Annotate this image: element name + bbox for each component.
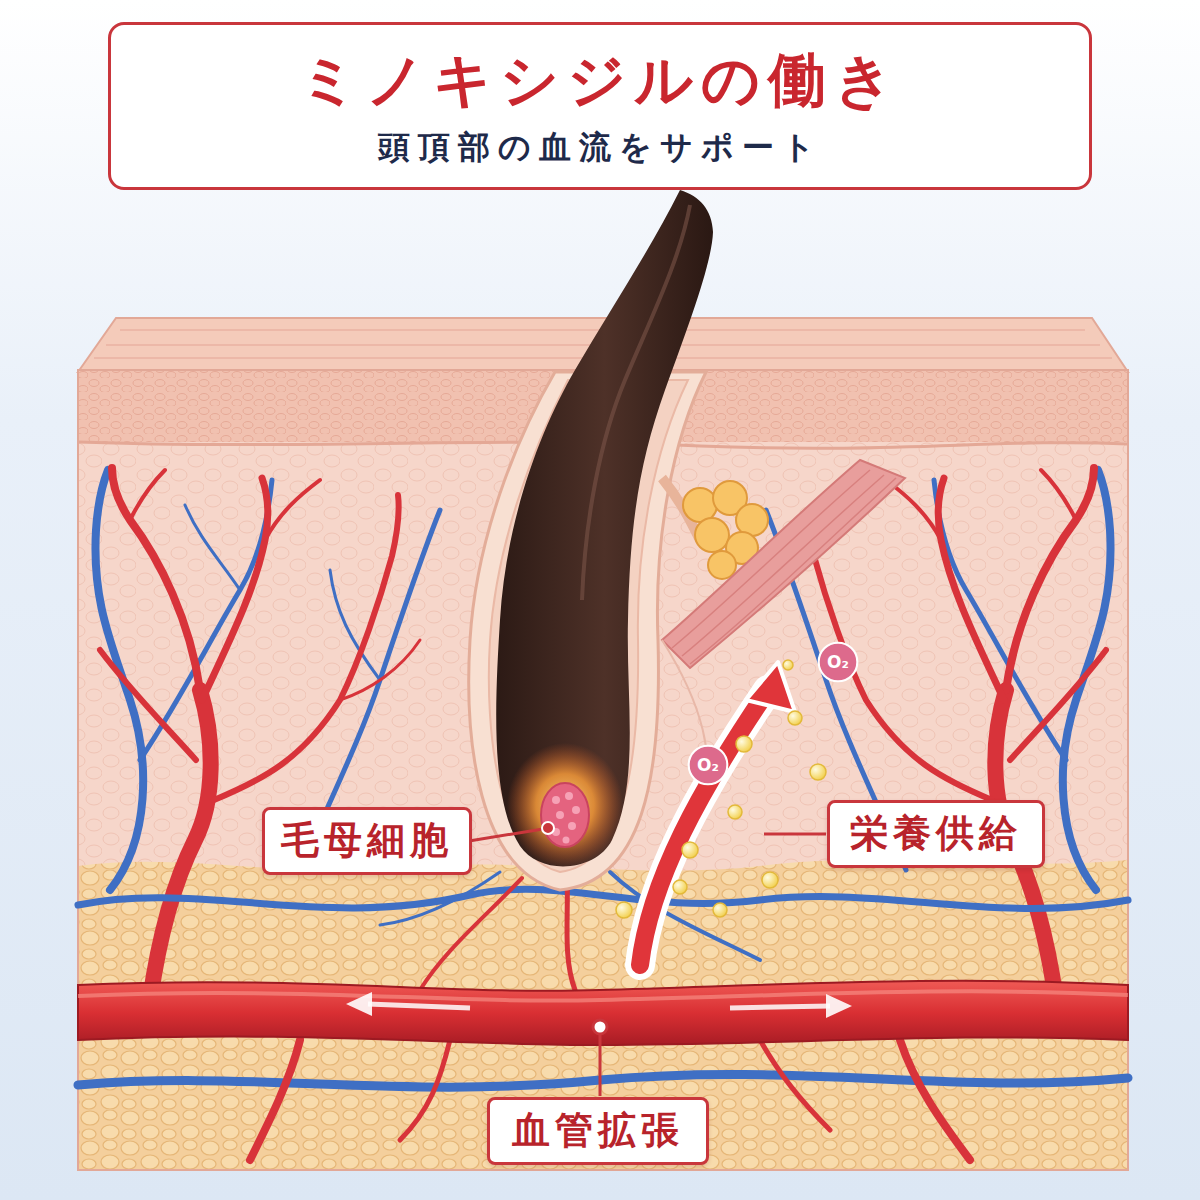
node-text: O₂ <box>697 755 719 775</box>
node-text: 毛母細胞 <box>281 818 453 864</box>
blood-vessels-left-part <box>112 468 200 690</box>
blood-vessels-left-part <box>185 505 240 590</box>
nutrient-dots-part <box>783 660 793 670</box>
node-text: 栄養供給 <box>850 811 1022 857</box>
blood-vessels-left-part <box>340 640 420 700</box>
hair-follicle-part-part <box>565 792 573 800</box>
hair-follicle-part <box>496 190 713 866</box>
main-artery-part <box>730 1006 830 1008</box>
callout-box: 毛母細胞 <box>262 807 472 875</box>
nutrient-dots <box>616 660 826 918</box>
hair-follicle-part <box>541 783 589 847</box>
node-text: 血管拡張 <box>512 1108 684 1154</box>
nutrient-dots-part <box>682 842 698 858</box>
nutrient-dots-part <box>788 711 802 725</box>
main-artery-part <box>826 994 852 1018</box>
hair-follicle-part-part <box>572 806 580 814</box>
blood-vessels-left-part <box>202 478 268 700</box>
blood-vessels-right-part <box>1010 650 1106 760</box>
hair-follicle-part <box>552 792 580 844</box>
nutrient-dots-part <box>762 872 778 888</box>
sebaceous-gland-part-part <box>708 551 736 579</box>
bubble-circle <box>689 746 728 785</box>
blood-vessels-left-part <box>265 480 320 540</box>
blood-vessels-right-part <box>938 478 1004 700</box>
deep-vessels-part <box>78 1074 1128 1087</box>
leader-lines-part <box>469 829 543 841</box>
leader-lines-part <box>542 822 554 834</box>
title-box: ミノキシジルの働き頭頂部の血流をサポート <box>108 22 1092 190</box>
nutrient-dots-part <box>728 805 742 819</box>
hair-follicle-part <box>507 743 623 867</box>
main-artery-part <box>78 981 1128 1045</box>
callout-box: 血管拡張 <box>487 1097 709 1165</box>
hair-follicle-part-part <box>568 822 576 830</box>
hair-follicle-part-part <box>556 811 564 819</box>
sebaceous-gland-part-part <box>683 488 717 522</box>
node-text: ミノキシジルの働き <box>299 46 901 116</box>
nutrient-arrow-part <box>640 690 768 965</box>
blood-vessels-left <box>95 468 440 1000</box>
leader-lines-part <box>599 1034 602 1096</box>
main-artery <box>78 981 1128 1045</box>
leader-lines-part <box>764 833 826 836</box>
oxygen-bubble: O₂ <box>817 641 859 683</box>
hair-follicle-part-part <box>563 837 570 844</box>
deep-vessels-part <box>400 1040 450 1140</box>
deep-vessels <box>78 848 1128 1160</box>
hair-follicle-part <box>582 205 690 600</box>
nutrient-dots-part <box>810 764 826 780</box>
hair-follicle-part-part <box>552 796 560 804</box>
blood-vessels-left-part <box>150 690 211 1000</box>
deep-vessels-part <box>420 878 522 990</box>
blood-vessels-left-part <box>100 650 196 760</box>
arrector-muscle-part <box>672 470 896 664</box>
nutrient-arrow-part <box>640 690 768 965</box>
blood-vessels-right-part <box>814 556 992 800</box>
leader-lines-part <box>593 1020 607 1034</box>
leader-lines <box>469 822 826 1096</box>
sebaceous-gland-part-part <box>695 518 729 552</box>
main-artery-part <box>368 1004 470 1008</box>
nutrient-dots-part <box>713 903 727 917</box>
bubble-circle <box>819 643 858 682</box>
main-artery-part <box>78 991 1128 1000</box>
deep-vessels-part <box>900 1040 970 1160</box>
arrector-muscle-part <box>662 460 905 668</box>
deep-vessels-part <box>760 1040 830 1130</box>
nutrient-arrow <box>640 662 795 965</box>
blood-vessels-right-part <box>1006 468 1094 690</box>
deep-vessels-part <box>380 872 500 925</box>
nutrient-dots-part <box>736 736 752 752</box>
arrector-muscle <box>662 460 905 820</box>
callout-box: 栄養供給 <box>827 800 1045 868</box>
oxygen-bubble: O₂ <box>687 744 729 786</box>
node-subtext: 頭頂部の血流をサポート <box>378 128 823 166</box>
deep-vessels-part <box>78 889 1128 908</box>
blood-vessels-left-part <box>130 470 165 520</box>
main-artery-part <box>346 992 372 1016</box>
hair-follicle <box>469 190 713 890</box>
blood-vessels-left-part <box>214 495 399 800</box>
deep-vessels-part <box>250 1040 300 1160</box>
nutrient-dots-part <box>673 880 687 894</box>
node-text: O₂ <box>827 652 849 672</box>
nutrient-dots-part <box>616 902 632 918</box>
blood-vessels-right-part <box>1041 470 1076 520</box>
